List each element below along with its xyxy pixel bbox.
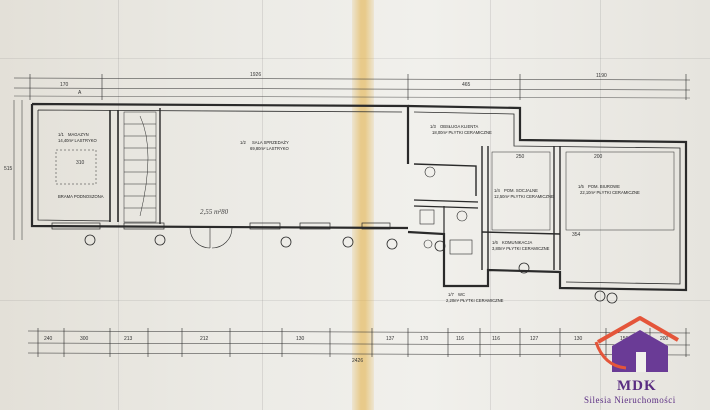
room-area: 18,00m² PŁYTKI CERAMICZNE [432, 130, 492, 135]
dim-bottom-segment: 127 [530, 336, 539, 342]
dim-bottom-segment: 200 [660, 336, 669, 342]
room-area: 14,40m² LASTRYKO [58, 138, 98, 143]
room-name: MAGAZYN [68, 132, 89, 137]
room-area: 12,50m² PŁYTKI CERAMICZNE [494, 194, 554, 199]
room-area: 3,80m² PŁYTKI CERAMICZNE [492, 246, 550, 251]
dim-inner: 354 [572, 232, 581, 238]
side-label: A [78, 90, 82, 96]
dim-inner: 310 [76, 160, 85, 166]
room-number: 1/6 [492, 240, 498, 245]
dim-bottom-segment: 130 [574, 336, 583, 342]
room-name: SALA SPRZEDAŻY [252, 140, 289, 145]
dim-left-total: 515 [4, 166, 13, 172]
room-name: KOMUNIKACJA [502, 240, 532, 245]
room-area: 22,10m² PŁYTKI CERAMICZNE [580, 190, 640, 195]
room-number: 1/7 [448, 292, 454, 297]
dim-middle: 465 [462, 82, 471, 88]
room-name: POM. BIUROWE [588, 184, 620, 189]
room-name: POM. SOCJALNE [504, 188, 538, 193]
dim-bottom-segment: 170 [420, 336, 429, 342]
handwritten-note: 2,55 m²80 [200, 208, 229, 216]
brand-subtitle: Silesia Nieruchomości [584, 395, 676, 405]
room-number: 1/1 [58, 132, 64, 137]
dim-bottom-segment: 137 [386, 336, 395, 342]
dim-bottom-segment: 212 [200, 336, 209, 342]
room-area: 2,20m² PŁYTKI CERAMICZNE [446, 298, 504, 303]
dim-left-block: 170 [60, 82, 69, 88]
dim-bottom-segment: 116 [456, 336, 464, 342]
room-name: WC [458, 292, 465, 297]
dim-overall-top: 1926 [250, 72, 261, 78]
dim-bottom-segment: 116 [492, 336, 500, 342]
room-labels: 1/1 MAGAZYN 14,40m² LASTRYKO 1/2 SALA SP… [58, 124, 640, 303]
dim-right-total: 1190 [596, 73, 607, 79]
dim-overall-bottom: 2426 [352, 358, 363, 364]
house-logo-icon [594, 316, 680, 372]
room-number: 1/2 [240, 140, 246, 145]
dim-bottom-segment: 130 [296, 336, 305, 342]
dim-inner: 200 [594, 154, 603, 160]
room-number: 1/4 [494, 188, 500, 193]
entry-label: BRAMA PODNOSZONA [58, 194, 104, 199]
dim-bottom-segment: 213 [124, 336, 133, 342]
room-name: OBSŁUGA KLIENTA [440, 124, 479, 129]
room-number: 1/5 [578, 184, 584, 189]
dim-bottom-segment: 240 [44, 336, 53, 342]
paper-fold [600, 0, 601, 410]
dim-bottom-segment: 300 [80, 336, 89, 342]
paper-fold [490, 0, 491, 410]
dim-inner: 250 [516, 154, 525, 160]
yellow-tape-strip [352, 0, 374, 410]
dimension-labels: 1926 1190 465 170 240 300 213 212 130 13… [4, 72, 669, 364]
brand-name: MDK [617, 378, 657, 394]
room-area: 69,80m² LASTRYKO [250, 146, 290, 151]
room-number: 1/3 [430, 124, 436, 129]
paper-fold [262, 0, 263, 410]
